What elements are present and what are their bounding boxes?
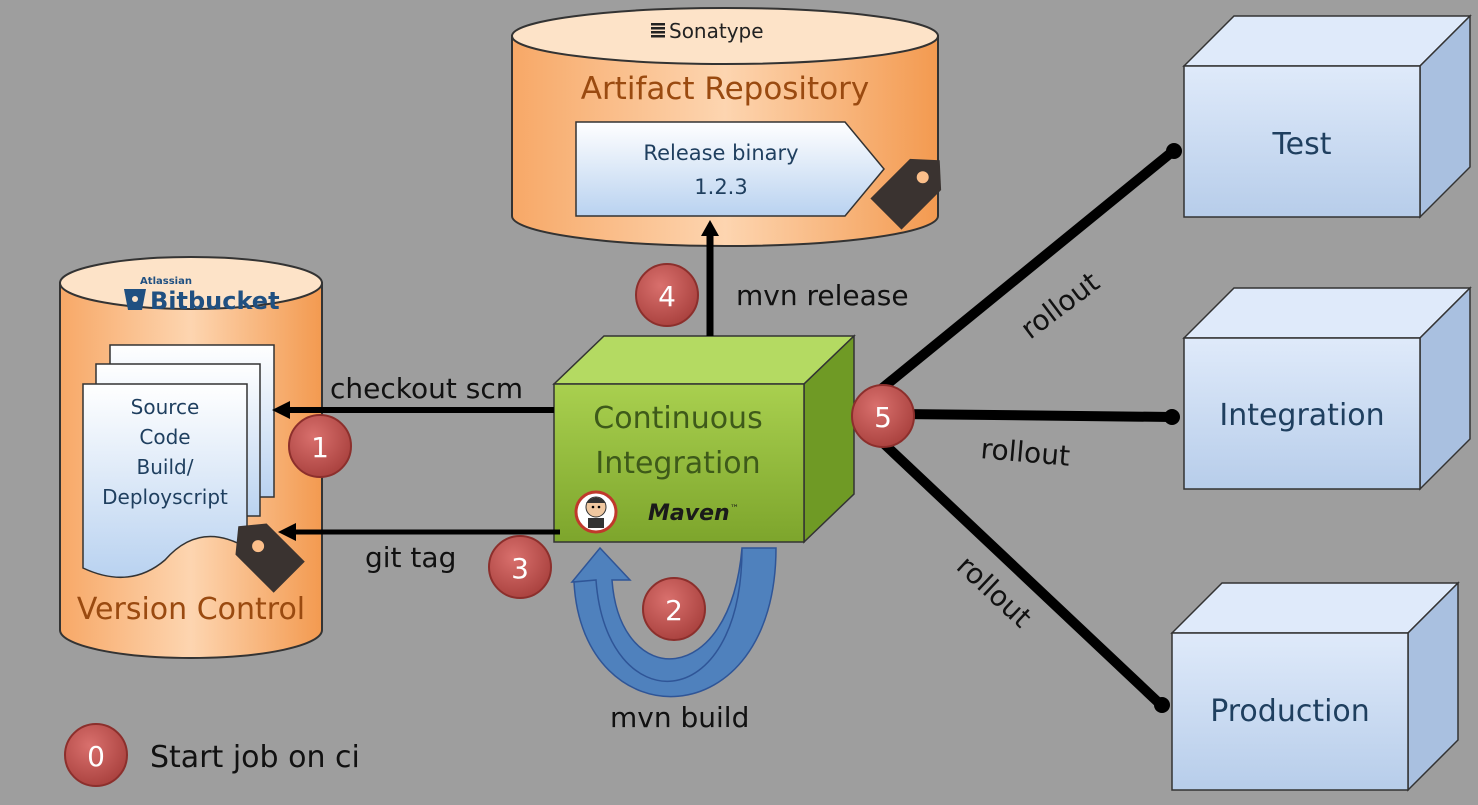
env-test: Test <box>1182 14 1472 219</box>
release-binary-version: 1.2.3 <box>694 175 747 199</box>
env-integration: Integration <box>1182 286 1472 491</box>
svg-text:2: 2 <box>665 594 683 627</box>
rollout-test-end <box>1166 143 1182 159</box>
rollout-production-end <box>1154 697 1170 713</box>
maven-logo: Maven <box>648 501 730 526</box>
bitbucket-logo-icon <box>124 289 146 310</box>
sonatype-logo-icon <box>651 23 665 38</box>
ci-title-line2: Integration <box>595 446 760 481</box>
rollout-test-label: rollout <box>1014 265 1105 345</box>
env-test-label: Test <box>1271 127 1331 162</box>
rollout-integration-line <box>899 409 1173 422</box>
artifact-repository: Sonatype Artifact Repository Release bin… <box>511 7 942 247</box>
env-production: Production <box>1170 581 1460 792</box>
mvn-build-label: mvn build <box>610 701 749 734</box>
mvn-release-label: mvn release <box>736 279 909 312</box>
step-badge-1: 1 <box>288 414 352 478</box>
version-control-title: Version Control <box>77 592 305 627</box>
maven-trademark: ™ <box>730 504 739 514</box>
doc-line-build: Build/ <box>137 455 194 479</box>
continuous-integration: Continuous Integration Maven ™ <box>552 334 856 544</box>
release-arrowhead-icon <box>701 220 719 236</box>
step-badge-5: 5 <box>851 384 915 448</box>
legend-text: Start job on ci <box>150 740 360 775</box>
checkout-label: checkout scm <box>330 372 523 405</box>
step-badge-0: 0 <box>64 723 128 787</box>
rollout-integration-label: rollout <box>979 432 1071 473</box>
doc-line-source: Source <box>131 395 200 419</box>
doc-line-deployscript: Deployscript <box>102 485 228 509</box>
git-tag-label: git tag <box>365 541 456 574</box>
version-control: Atlassian Bitbucket Source Code Build/ D… <box>59 256 323 659</box>
svg-text:5: 5 <box>874 401 892 434</box>
git-tag-arrowhead-icon <box>278 523 296 541</box>
rollout-test-line <box>876 148 1176 394</box>
release-tag-icon <box>870 158 942 230</box>
checkout-arrowhead-icon <box>272 401 290 419</box>
env-integration-label: Integration <box>1219 398 1384 433</box>
bitbucket-brand: Bitbucket <box>150 287 280 315</box>
legend: 0 Start job on ci <box>64 723 360 787</box>
doc-line-code: Code <box>139 425 190 449</box>
git-tag-icon <box>235 523 305 593</box>
svg-text:1: 1 <box>311 431 329 464</box>
env-production-label: Production <box>1210 694 1370 729</box>
svg-text:3: 3 <box>511 552 529 585</box>
connectors <box>272 143 1182 713</box>
mvn-build-loop <box>570 546 777 698</box>
step-badge-4: 4 <box>635 263 699 327</box>
rollout-integration-end <box>1164 409 1180 425</box>
svg-text:4: 4 <box>658 280 676 313</box>
source-documents: Source Code Build/ Deployscript <box>82 344 275 579</box>
rollout-production-label: rollout <box>950 549 1038 634</box>
step-badge-3: 3 <box>488 535 552 599</box>
ci-title-line1: Continuous <box>593 401 762 436</box>
release-binary-label: Release binary <box>643 141 798 165</box>
rollout-production-line <box>876 436 1164 708</box>
artifact-repository-title: Artifact Repository <box>581 71 870 107</box>
jenkins-logo-icon <box>574 490 618 534</box>
step-badge-2: 2 <box>642 577 706 641</box>
svg-text:0: 0 <box>87 740 105 773</box>
release-binary: Release binary 1.2.3 <box>575 121 885 217</box>
sonatype-brand: Sonatype <box>669 19 764 43</box>
atlassian-brand: Atlassian <box>140 276 192 287</box>
